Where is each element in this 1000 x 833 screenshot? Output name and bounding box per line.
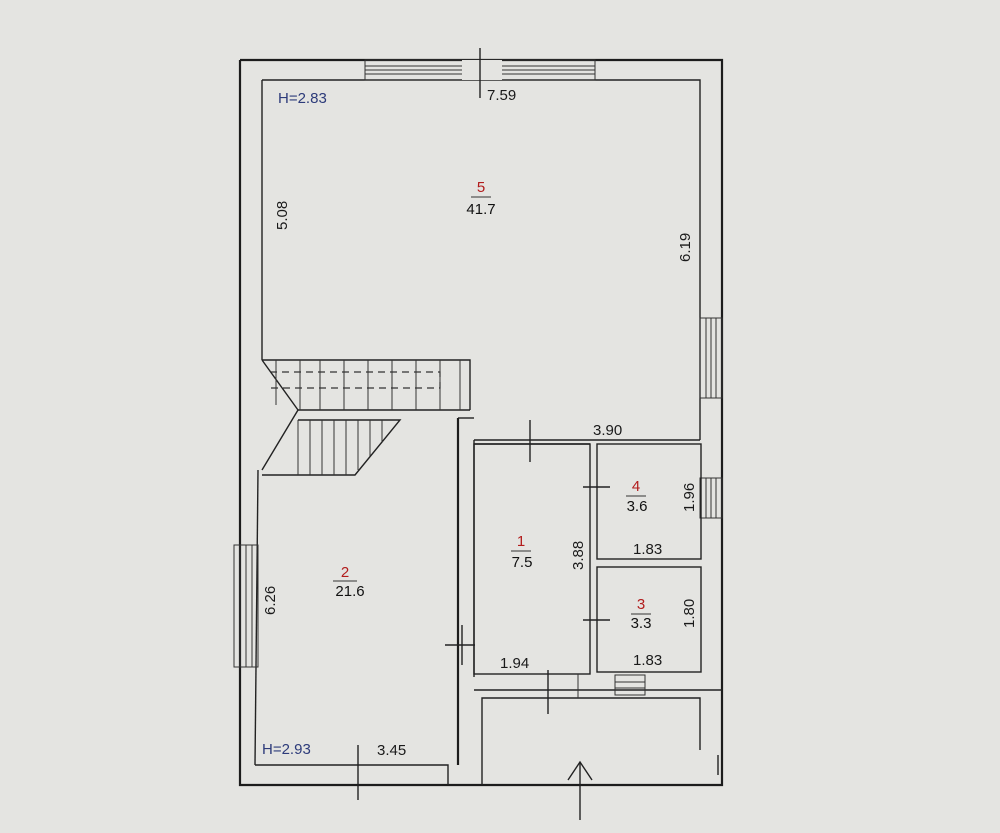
window-right-room4 [699,477,723,519]
dim-top-width: 7.59 [487,87,516,104]
room-number: 4 [632,478,640,495]
room-1-label: 1 7.5 [511,533,532,571]
dim-room3-height: 1.80 [681,599,698,628]
room-number: 5 [477,179,485,196]
dim-right-upper: 6.19 [677,233,694,262]
room-3-label: 3 3.3 [631,596,652,632]
window-top [364,48,596,98]
room-4-label: 4 3.6 [626,478,647,515]
window-right-upper [699,317,723,399]
interior-walls [456,417,722,785]
ceiling-height-lower: H=2.93 [262,741,311,758]
staircase [261,359,471,476]
dimension-labels: 7.59 5.08 6.19 3.90 6.26 3.45 3.88 1.94 … [262,87,698,759]
entrance-arrow-icon [567,760,593,820]
ceiling-height-upper: H=2.83 [278,90,327,107]
room-5-label: 5 41.7 [466,179,495,218]
dim-bottom-width: 3.45 [377,742,406,759]
dim-room3-width: 1.83 [633,652,662,669]
window-left [233,544,259,668]
room-number: 3 [637,596,645,613]
room-area: 41.7 [466,201,495,218]
dim-mid-wall: 3.90 [593,422,622,439]
dim-left-lower: 6.26 [262,586,279,615]
room-number: 2 [341,564,349,581]
room-area: 3.6 [627,498,648,515]
dim-room4-height: 1.96 [681,483,698,512]
room-area: 3.3 [631,615,652,632]
room-area: 21.6 [335,583,364,600]
dim-room4-width: 1.83 [633,541,662,558]
dim-room1-width: 1.94 [500,655,529,672]
room-area: 7.5 [512,554,533,571]
dim-room1-height: 3.88 [570,541,587,570]
room-number: 1 [517,533,525,550]
room-2-label: 2 21.6 [333,564,365,600]
door-marks [357,420,646,800]
dim-left-upper: 5.08 [274,201,291,230]
